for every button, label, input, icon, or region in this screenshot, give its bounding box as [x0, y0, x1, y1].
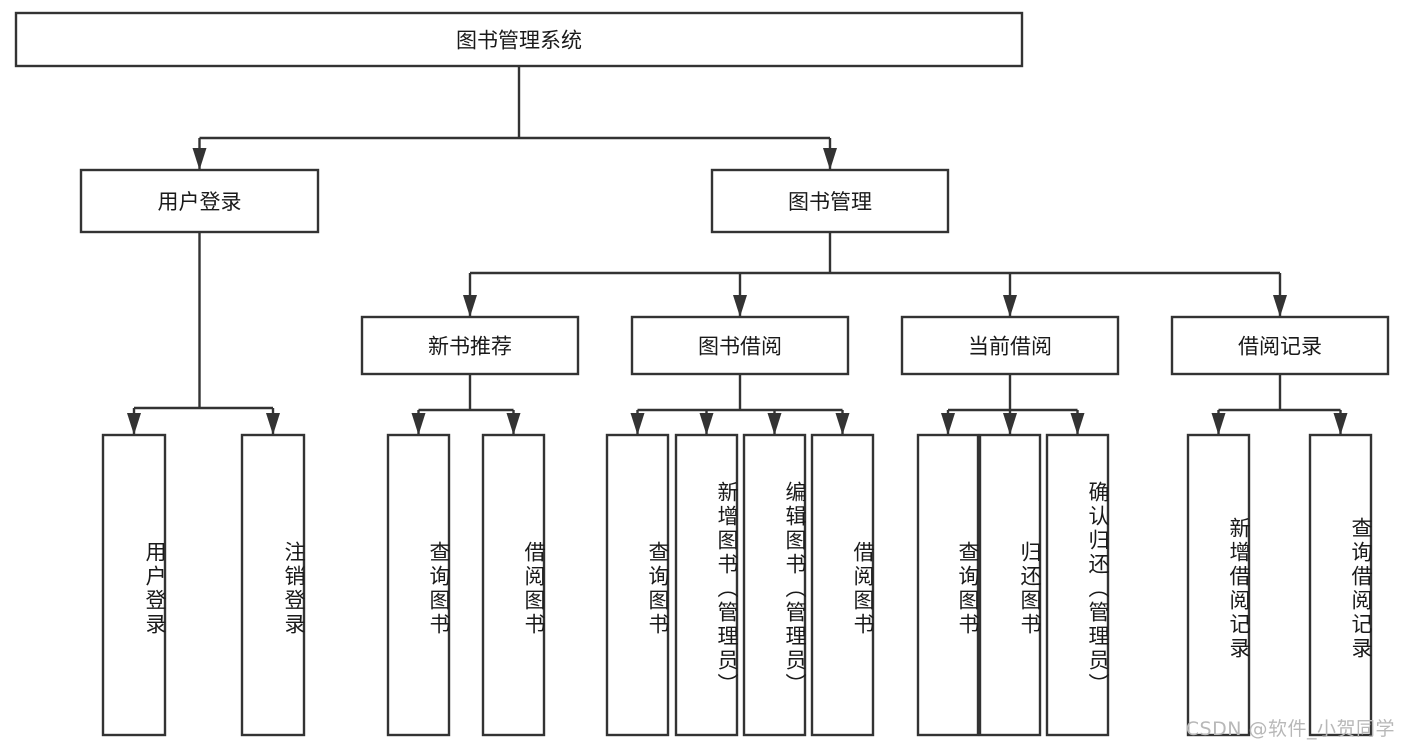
level2-0-to-leaves-arrow-0	[411, 413, 426, 435]
node-box-leaf-5[interactable]	[674, 433, 739, 737]
book-mgmt-to-level2-arrow-0	[463, 295, 477, 317]
node-box-level2-1[interactable]	[630, 315, 850, 376]
level2-1-to-leaves-arrow-1	[699, 413, 714, 435]
root-to-level1-arrow-0	[192, 148, 207, 170]
node-box-leaf-12[interactable]	[1308, 433, 1373, 737]
node-box-level1-0[interactable]	[79, 168, 320, 234]
node-label-level2-0: 新书推荐	[428, 335, 512, 359]
node-box-level2-3[interactable]	[1170, 315, 1390, 376]
node-label-level1-0: 用户登录	[158, 190, 242, 214]
node-label-root: 图书管理系统	[456, 29, 582, 53]
node-box-leaf-7[interactable]	[810, 433, 875, 737]
user-login-to-leaves-arrow-0	[127, 413, 141, 435]
user-login-to-leaves-arrow-1	[266, 413, 280, 435]
level2-2-to-leaves-arrow-0	[941, 413, 955, 435]
node-box-leaf-8[interactable]	[916, 433, 980, 737]
node-box-leaf-3[interactable]	[481, 433, 546, 737]
level2-1-to-leaves-arrow-0	[630, 413, 645, 435]
node-box-leaf-10[interactable]	[1045, 433, 1110, 737]
book-mgmt-to-level2-arrow-2	[1003, 295, 1017, 317]
node-box-leaf-2[interactable]	[386, 433, 451, 737]
node-box-level1-1[interactable]	[710, 168, 950, 234]
node-box-level2-2[interactable]	[900, 315, 1120, 376]
level2-2-to-leaves-arrow-2	[1070, 413, 1085, 435]
node-box-level2-0[interactable]	[360, 315, 580, 376]
watermark-text: CSDN @软件_小贺同学	[1185, 718, 1395, 740]
node-boxes	[14, 11, 1390, 737]
node-label-level2-1: 图书借阅	[698, 335, 782, 359]
root-to-level1-arrow-1	[823, 148, 837, 170]
level2-3-to-leaves-arrow-1	[1333, 413, 1348, 435]
node-box-leaf-1[interactable]	[240, 433, 306, 737]
level2-2-to-leaves-arrow-1	[1003, 413, 1017, 435]
node-box-leaf-0[interactable]	[101, 433, 167, 737]
node-box-leaf-11[interactable]	[1186, 433, 1251, 737]
book-mgmt-to-level2-arrow-3	[1273, 295, 1287, 317]
book-mgmt-to-level2-arrow-1	[733, 295, 747, 317]
node-box-leaf-6[interactable]	[742, 433, 807, 737]
node-label-level2-3: 借阅记录	[1238, 335, 1322, 359]
node-label-level1-1: 图书管理	[788, 190, 872, 214]
connector-lines	[127, 66, 1348, 435]
level2-3-to-leaves-arrow-0	[1211, 413, 1226, 435]
node-box-leaf-4[interactable]	[605, 433, 670, 737]
node-label-level2-2: 当前借阅	[968, 335, 1052, 359]
level2-0-to-leaves-arrow-1	[506, 413, 521, 435]
level2-1-to-leaves-arrow-3	[835, 413, 850, 435]
level2-1-to-leaves-arrow-2	[767, 413, 782, 435]
node-box-root[interactable]	[14, 11, 1024, 68]
node-box-leaf-9[interactable]	[978, 433, 1042, 737]
